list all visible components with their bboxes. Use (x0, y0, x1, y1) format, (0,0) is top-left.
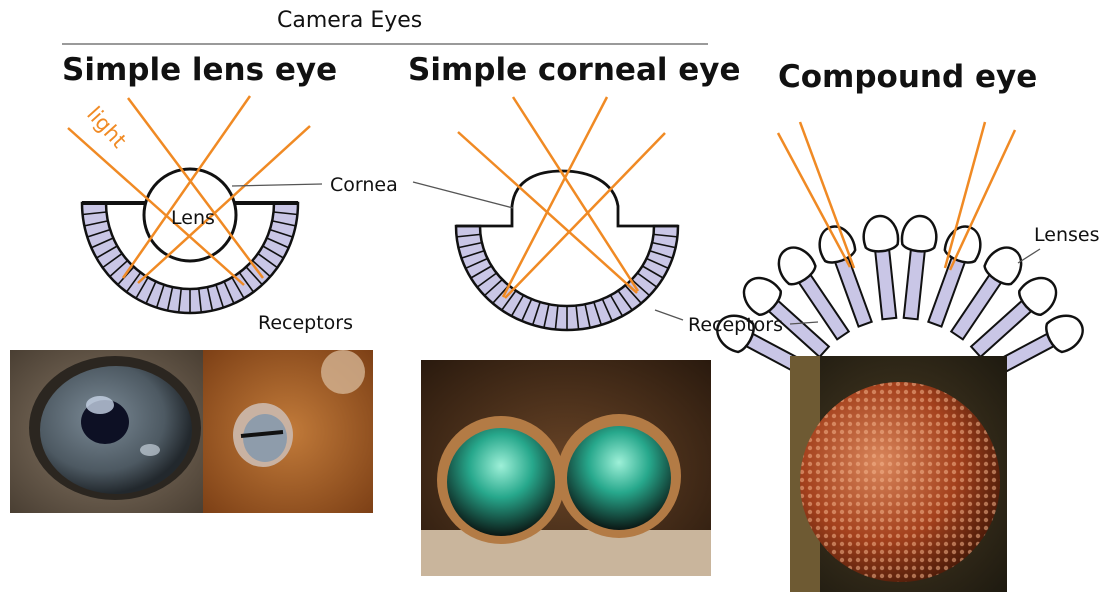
ommatidium-receptor (904, 248, 925, 319)
ommatidium-receptor (928, 256, 965, 327)
lenses-pointer (1018, 249, 1040, 263)
ommatidium-lens (862, 214, 900, 253)
ommatidium-receptor (875, 248, 896, 319)
lenses-label: Lenses (1034, 224, 1099, 246)
compound-eye-diagram (711, 122, 1089, 387)
cornea-label: Cornea (330, 174, 398, 196)
receptors-label-corneal: Receptors (688, 314, 783, 336)
simple-corneal-eye-diagram (413, 97, 683, 330)
ommatidium (862, 214, 907, 320)
ommatidium-lens (942, 222, 986, 267)
ommatidium (964, 270, 1063, 364)
cornea-pointer-corneal (413, 182, 513, 208)
lens-label: Lens (171, 207, 215, 229)
receptors-label-lens: Receptors (258, 312, 353, 334)
scallop-eye-photo (203, 350, 373, 513)
ommatidium-lens (901, 214, 939, 253)
ommatidium (894, 214, 939, 320)
bird-eye-photo (10, 350, 203, 513)
spider-eyes-photo (421, 360, 711, 576)
fly-compound-eye-photo (790, 356, 1007, 592)
receptors-pointer-corneal (655, 310, 683, 320)
